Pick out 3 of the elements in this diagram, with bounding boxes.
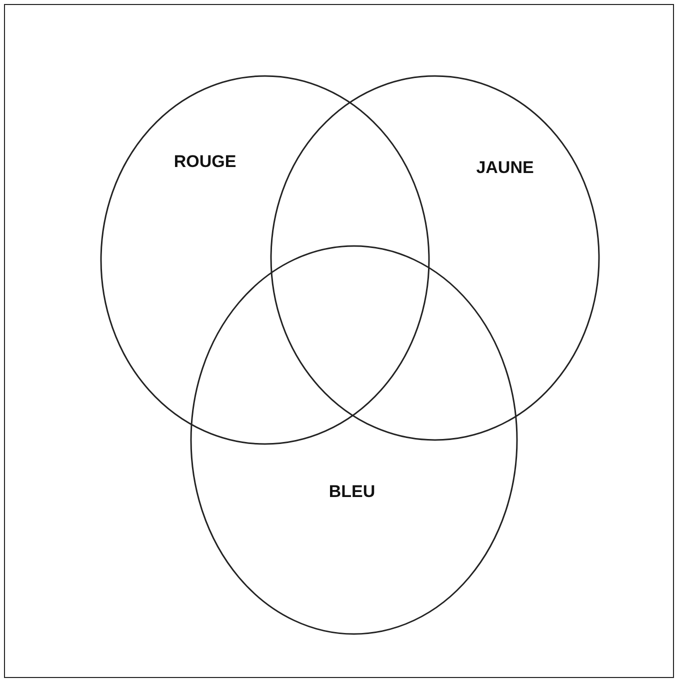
set-label: ROUGE <box>174 152 236 172</box>
set-label: BLEU <box>328 482 376 502</box>
set-label: JAUNE <box>476 158 534 178</box>
